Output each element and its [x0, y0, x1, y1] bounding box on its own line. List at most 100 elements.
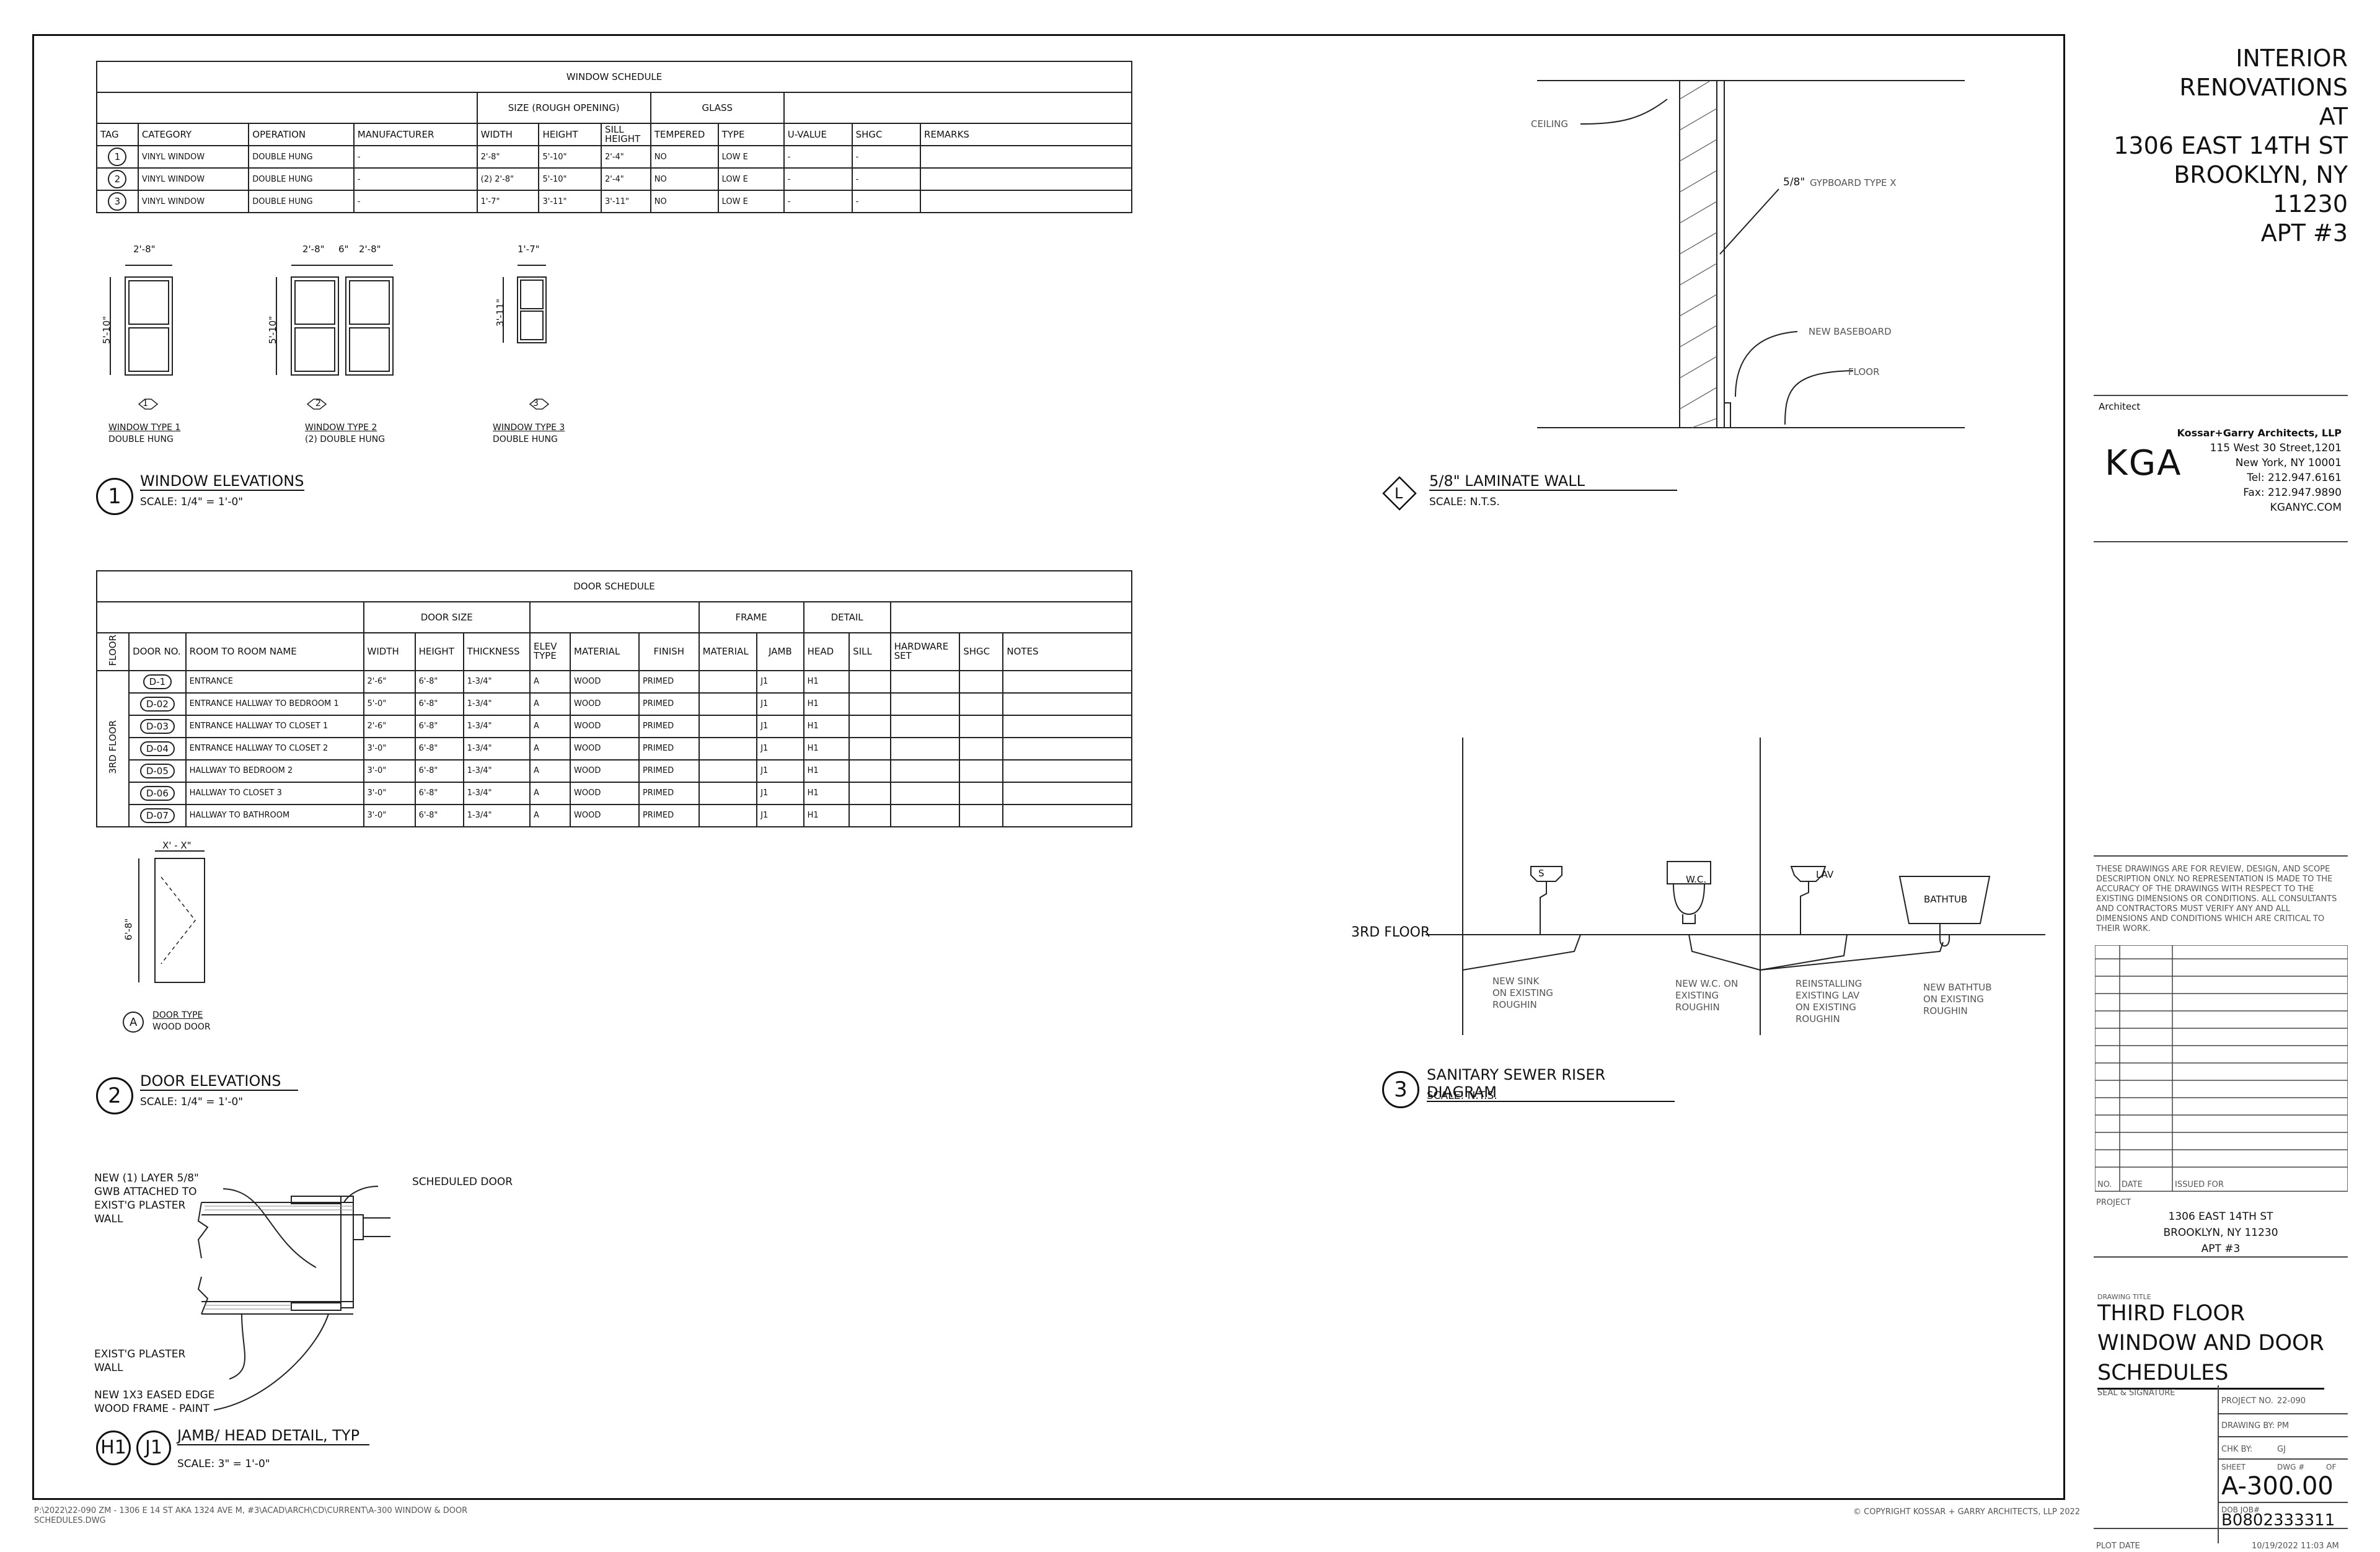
- door-cell: [1002, 781, 1132, 805]
- window-cell: LOW E: [717, 190, 785, 213]
- window-cell: LOW E: [717, 145, 785, 169]
- window-tag: 1: [108, 148, 127, 166]
- window-type-3-desc: DOUBLE HUNG: [493, 434, 558, 444]
- door-cell: [698, 781, 758, 805]
- window-col-header: CATEGORY: [137, 123, 250, 146]
- project-line-2: BROOKLYN, NY 11230: [2163, 1227, 2278, 1239]
- door-cell: HALLWAY TO CLOSET 3: [185, 781, 364, 805]
- window-tag: 2: [108, 170, 127, 188]
- window-cell: [920, 190, 1132, 213]
- door-cell: H1: [803, 714, 850, 738]
- plot-date-label: PLOT DATE: [2096, 1541, 2140, 1551]
- door-cell: 1-3/4": [462, 781, 531, 805]
- window-size-group: SIZE (ROUGH OPENING): [476, 92, 651, 124]
- door-col-header: ELEV TYPE: [529, 632, 571, 671]
- seal-label: SEAL & SIGNATURE: [2097, 1388, 2175, 1398]
- door-cell: WOOD: [570, 669, 640, 694]
- window-cell: -: [783, 145, 853, 169]
- window-type-2-name: WINDOW TYPE 2: [305, 423, 377, 433]
- architect-info: Kossar+Garry Architects, LLP 115 West 30…: [2177, 426, 2342, 515]
- door-col-header: ROOM TO ROOM NAME: [185, 632, 364, 671]
- drawing-title-line-3: SCHEDULES: [2097, 1358, 2324, 1390]
- door-cell: A: [529, 803, 571, 827]
- sheet-dwg-label: DWG #: [2277, 1463, 2305, 1471]
- architect-web: KGANYC.COM: [2270, 501, 2342, 514]
- door-cell: A: [529, 669, 571, 694]
- door-col-header: SHGC: [959, 632, 1004, 671]
- window-cell: VINYL WINDOW: [137, 145, 250, 169]
- window-glass-group: GLASS: [650, 92, 785, 124]
- dob-label: DOB JOB#: [2221, 1506, 2260, 1514]
- architect-tel: Tel: 212.947.6161: [2247, 472, 2342, 484]
- door-cell: [698, 736, 758, 761]
- architect-label: Architect: [2099, 401, 2141, 412]
- door-size-group: DOOR SIZE: [363, 601, 531, 633]
- door-cell: [959, 669, 1004, 694]
- window-type-2-desc: (2) DOUBLE HUNG: [305, 434, 386, 444]
- door-col-header: THICKNESS: [462, 632, 531, 671]
- door-cell: [848, 781, 891, 805]
- riser-title: SANITARY SEWER RISER DIAGRAM: [1427, 1066, 1675, 1102]
- window1-height-dim: 5'-10": [101, 315, 113, 345]
- door-cell: A: [529, 759, 571, 783]
- jamb-head-tag: H1: [96, 1431, 131, 1465]
- door-cell: [848, 759, 891, 783]
- window-col-header: WIDTH: [476, 123, 540, 146]
- window-tag: 3: [108, 192, 127, 211]
- door-number-tag: D-02: [139, 696, 175, 712]
- door-cell: [1002, 759, 1132, 783]
- copyright: © COPYRIGHT KOSSAR + GARRY ARCHITECTS, L…: [1853, 1507, 2081, 1517]
- window-col-header: HEIGHT: [538, 123, 602, 146]
- door-number-tag: D-05: [139, 763, 175, 778]
- door-cell: 6'-8": [414, 803, 464, 827]
- window-col-header: SILL HEIGHT: [600, 123, 651, 146]
- window2-width-dim-a: 2'-8": [302, 244, 325, 255]
- issue-table: [2095, 945, 2348, 1192]
- project-no-value: 22-090: [2277, 1396, 2306, 1406]
- window-schedule-table: WINDOW SCHEDULE SIZE (ROUGH OPENING) GLA…: [96, 61, 1133, 213]
- jamb-plaster-line-2: WALL: [94, 1362, 123, 1374]
- riser-tub-note-2: ON EXISTING: [1923, 994, 1984, 1005]
- door-cell: [848, 736, 891, 761]
- door-cell: 1-3/4": [462, 759, 531, 783]
- door-type-name: DOOR TYPE: [152, 1010, 203, 1020]
- laminate-ceiling-label: CEILING: [1531, 118, 1568, 130]
- door-cell: A: [529, 714, 571, 738]
- window-cell: 2'-4": [600, 145, 651, 169]
- jamb-head-detail-scale: SCALE: 3" = 1'-0": [177, 1458, 270, 1470]
- window-cell: [920, 145, 1132, 169]
- door-cell: 5'-0": [363, 692, 416, 716]
- door-cell: PRIMED: [638, 781, 700, 805]
- laminate-floor-label: FLOOR: [1848, 366, 1880, 377]
- window2-height-dim: 5'-10": [267, 315, 279, 345]
- door-cell: J1: [756, 803, 804, 827]
- door-cell: 1-3/4": [462, 669, 531, 694]
- door-cell: PRIMED: [638, 669, 700, 694]
- door-cell: ENTRANCE HALLWAY TO CLOSET 2: [185, 736, 364, 761]
- door-cell: J1: [756, 781, 804, 805]
- door-type-tag: A: [130, 1016, 138, 1029]
- title-block: INTERIOR RENOVATIONS AT 1306 EAST 14TH S…: [2094, 34, 2348, 1551]
- project-header-line-1: INTERIOR RENOVATIONS: [2179, 45, 2348, 101]
- window-cell: 3'-11": [538, 190, 602, 213]
- laminate-tag-diamond: [1382, 476, 1417, 511]
- door-schedule-table: DOOR SCHEDULE DOOR SIZE FRAME DETAIL FLO…: [95, 570, 1133, 827]
- riser-wc-tag: W.C.: [1686, 874, 1707, 885]
- window3-width-dim: 1'-7": [518, 244, 540, 255]
- door-cell: H1: [803, 781, 850, 805]
- window-cell: 1'-7": [476, 190, 540, 213]
- door-cell: [959, 736, 1004, 761]
- door-number-cell: D-03: [128, 714, 187, 738]
- door-floor-header: FLOOR: [107, 635, 119, 666]
- laminate-wall-scale: SCALE: N.T.S.: [1429, 496, 1500, 508]
- window-cell: 2'-4": [600, 167, 651, 191]
- window-elevations-number: 1: [96, 478, 133, 515]
- door-cell: 3'-0": [363, 759, 416, 783]
- window-type-3-name: WINDOW TYPE 3: [493, 423, 565, 433]
